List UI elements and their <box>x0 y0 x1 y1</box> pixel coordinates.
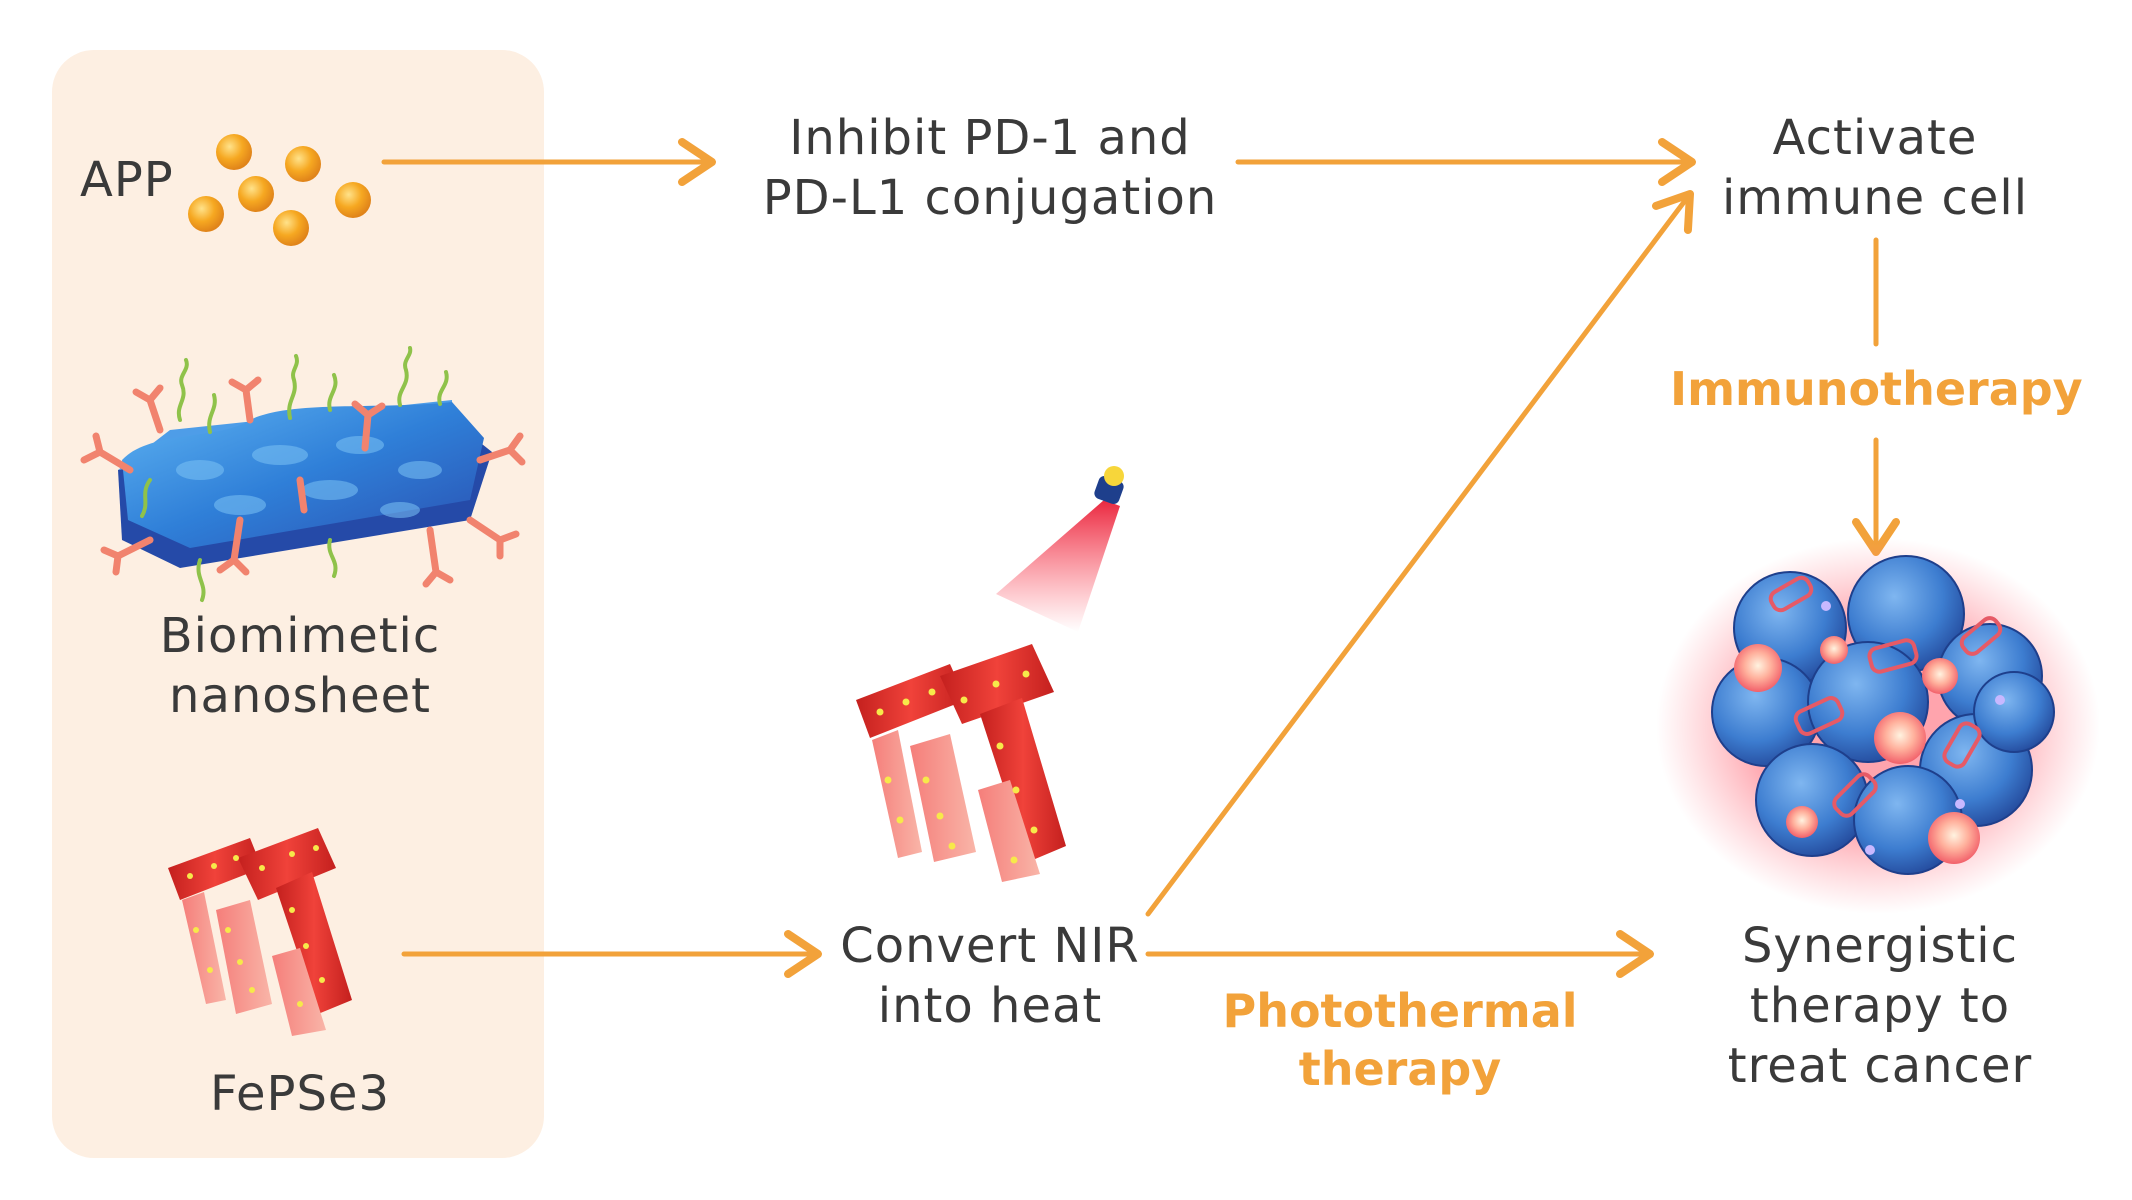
activate-line2: immune cell <box>1721 170 2029 226</box>
inhibit-line1: Inhibit PD-1 and <box>789 110 1191 166</box>
inhibit-step: Inhibit PD-1 and PD-L1 conjugation <box>720 108 1260 228</box>
synergy-line2: therapy to <box>1749 978 2011 1034</box>
tumor-cluster-illustration <box>1656 538 2100 914</box>
nanosheet-illustration <box>80 346 526 602</box>
synergy-line1: Synergistic <box>1741 918 2019 974</box>
nanosheet-label-line2: nanosheet <box>169 668 431 724</box>
activate-step: Activate immune cell <box>1690 108 2060 228</box>
sphere-cluster-icon <box>188 134 371 246</box>
synergy-step: Synergistic therapy to treat cancer <box>1680 916 2080 1096</box>
arrow-convert-to-activate <box>1145 190 1694 917</box>
immunotherapy-label: Immunotherapy <box>1670 362 2083 416</box>
fepse3-ribbon-icon <box>168 828 352 1036</box>
nanosheet-label: Biomimetic nanosheet <box>120 606 480 726</box>
activate-line1: Activate <box>1772 110 1978 166</box>
photothermal-line1: Photothermal <box>1222 984 1578 1038</box>
synergy-line3: treat cancer <box>1727 1038 2033 1094</box>
convert-line2: into heat <box>877 978 1103 1034</box>
fepse3-ribbon-center <box>856 644 1066 882</box>
photothermal-label: Photothermal therapy <box>1200 982 1600 1098</box>
convert-line1: Convert NIR <box>840 918 1140 974</box>
photothermal-line2: therapy <box>1298 1042 1502 1096</box>
nanosheet-label-line1: Biomimetic <box>159 608 441 664</box>
fepse3-label: FePSe3 <box>210 1066 390 1122</box>
inhibit-line2: PD-L1 conjugation <box>762 170 1218 226</box>
laser-emitter-icon <box>996 466 1124 632</box>
app-label: APP <box>80 152 174 208</box>
convert-step: Convert NIR into heat <box>820 916 1160 1036</box>
